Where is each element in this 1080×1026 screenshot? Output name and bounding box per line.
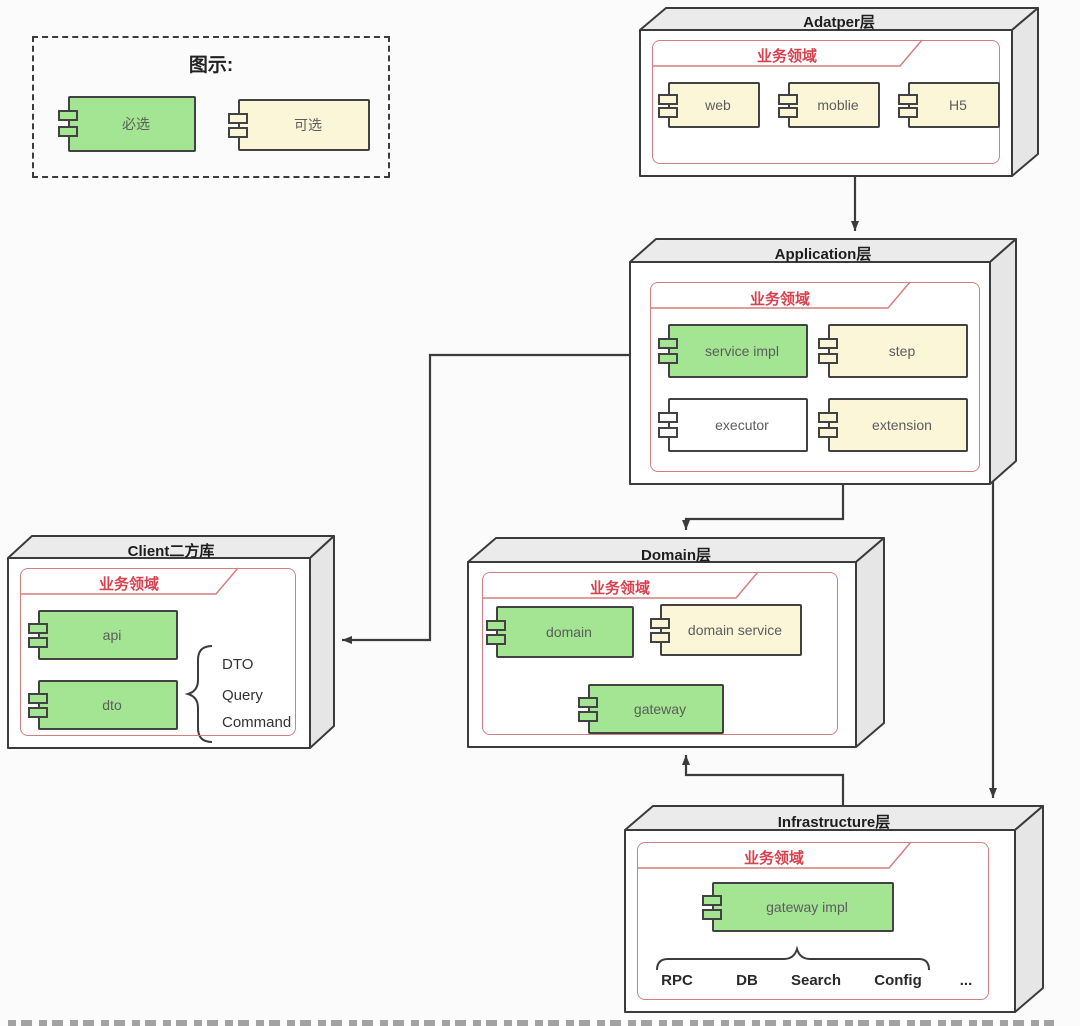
client-domain-frame-label: 业务领域 [98,576,159,593]
dto-type-command-label: Command [222,714,292,731]
client-layer-title: Client二方库 [127,543,215,560]
application-domain-frame [650,282,980,472]
component-api: api [28,610,178,660]
impl-more-label: ... [959,972,973,989]
component-h5: H5 [898,82,1000,128]
impl-search-label: Search [790,972,842,989]
component-gateway: gateway [578,684,724,734]
dto-type-dto-label: DTO [222,656,254,673]
infrastructure-impl-brace [656,945,930,971]
client-dto-brace [184,645,213,743]
component-moblie: moblie [778,82,880,128]
legend-optional-component: 可选 [228,99,370,151]
arrow-infrastructure-to-domain [682,755,845,806]
arrow-application-to-domain [682,484,845,530]
component-executor: executor [658,398,808,452]
adapter-layer-title: Adatper层 [803,14,875,31]
domain-domain-frame-label: 业务领域 [589,580,650,597]
component-step: step [818,324,968,378]
component-dto: dto [28,680,178,730]
application-domain-frame-label: 业务领域 [749,291,810,308]
component-extension: extension [818,398,968,452]
impl-rpc-label: RPC [661,972,693,989]
frame-tab-lines [20,39,923,869]
application-layer-title: Application层 [774,246,872,263]
domain-layer-title: Domain层 [640,547,712,564]
client-domain-frame [20,568,296,736]
domain-domain-frame [482,572,838,735]
infrastructure-domain-frame [637,842,989,1000]
clipped-caption-text [8,1020,1054,1026]
component-web: web [658,82,760,128]
legend-required-component: 必选 [58,96,196,152]
impl-db-label: DB [736,972,758,989]
arrow-application-to-client [342,353,630,644]
component-service-impl: service impl [658,324,808,378]
legend-title: 图示: [188,55,234,76]
dto-type-query-label: Query [222,687,263,704]
infrastructure-domain-frame-label: 业务领域 [743,850,804,867]
legend-box: 图示: [32,36,390,178]
impl-config-label: Config [874,972,922,989]
component-gateway-impl: gateway impl [702,882,894,932]
infrastructure-layer-title: Infrastructure层 [777,814,891,831]
adapter-domain-frame-label: 业务领域 [756,48,817,65]
component-domain: domain [486,606,634,658]
component-domain-service: domain service [650,604,802,656]
